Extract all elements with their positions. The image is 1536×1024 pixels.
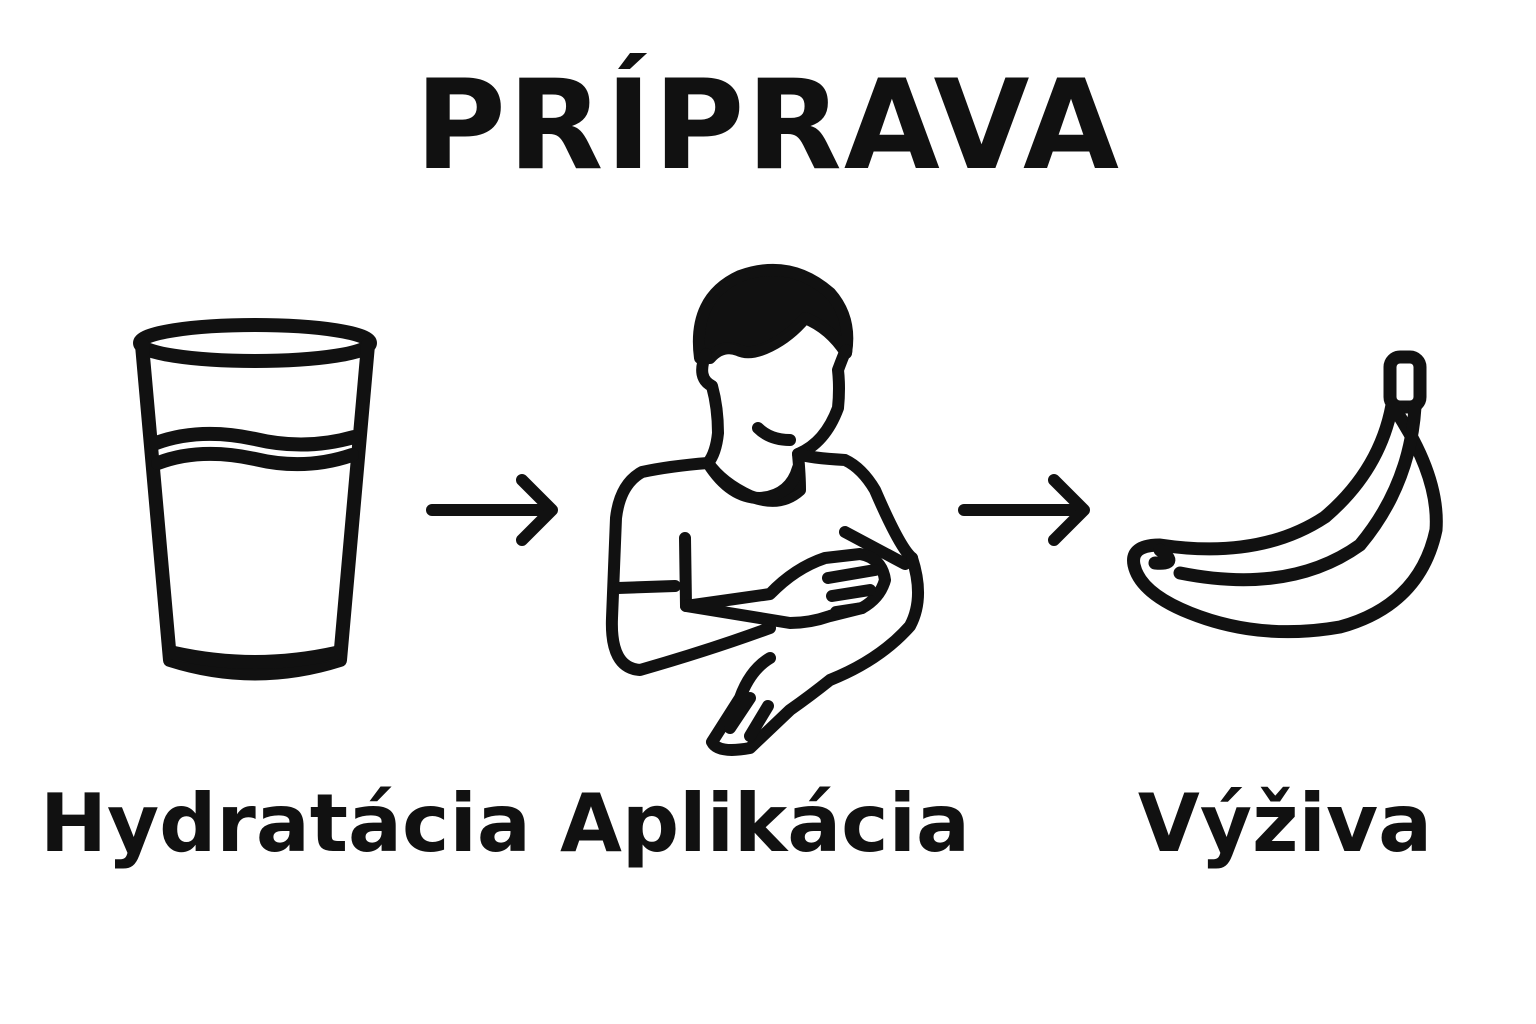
arrow-right-icon xyxy=(956,470,1096,550)
banana-icon xyxy=(1120,345,1450,645)
person-applying-cream-icon xyxy=(600,258,930,758)
step-label-hydration: Hydratácia xyxy=(40,777,531,870)
step-label-nutrition: Výživa xyxy=(1137,777,1433,870)
page-title: PRÍPRAVA xyxy=(415,54,1121,198)
step-label-application: Aplikácia xyxy=(559,777,971,870)
water-glass-icon xyxy=(130,315,380,695)
arrow-right-icon xyxy=(424,470,564,550)
